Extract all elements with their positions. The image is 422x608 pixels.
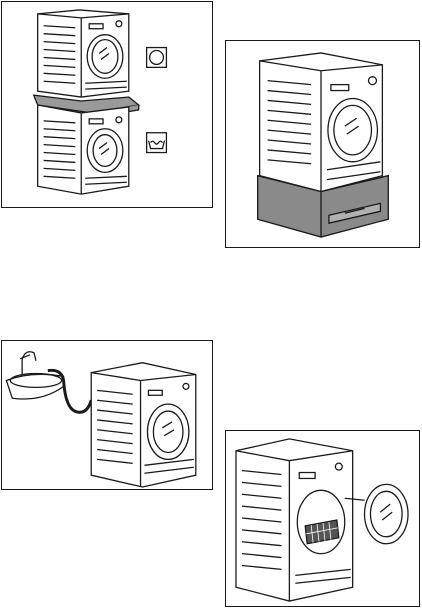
dryer-symbol-icon	[147, 48, 167, 68]
dryer-with-sink-drain-illustration	[2, 341, 212, 489]
sink-basin	[6, 374, 63, 399]
washer-symbol-icon	[147, 133, 167, 153]
dryer-on-pedestal-illustration	[226, 41, 419, 247]
dryer-door-open-figure	[225, 430, 420, 607]
dryer-with-sink-drain-figure	[1, 340, 213, 490]
washer-body	[38, 105, 129, 194]
stacked-installation-figure	[1, 1, 213, 208]
stacked-installation-illustration	[2, 2, 212, 207]
dryer-door-open-illustration	[226, 431, 419, 606]
dryer-body	[38, 10, 129, 97]
dryer-on-pedestal-figure	[225, 40, 420, 248]
